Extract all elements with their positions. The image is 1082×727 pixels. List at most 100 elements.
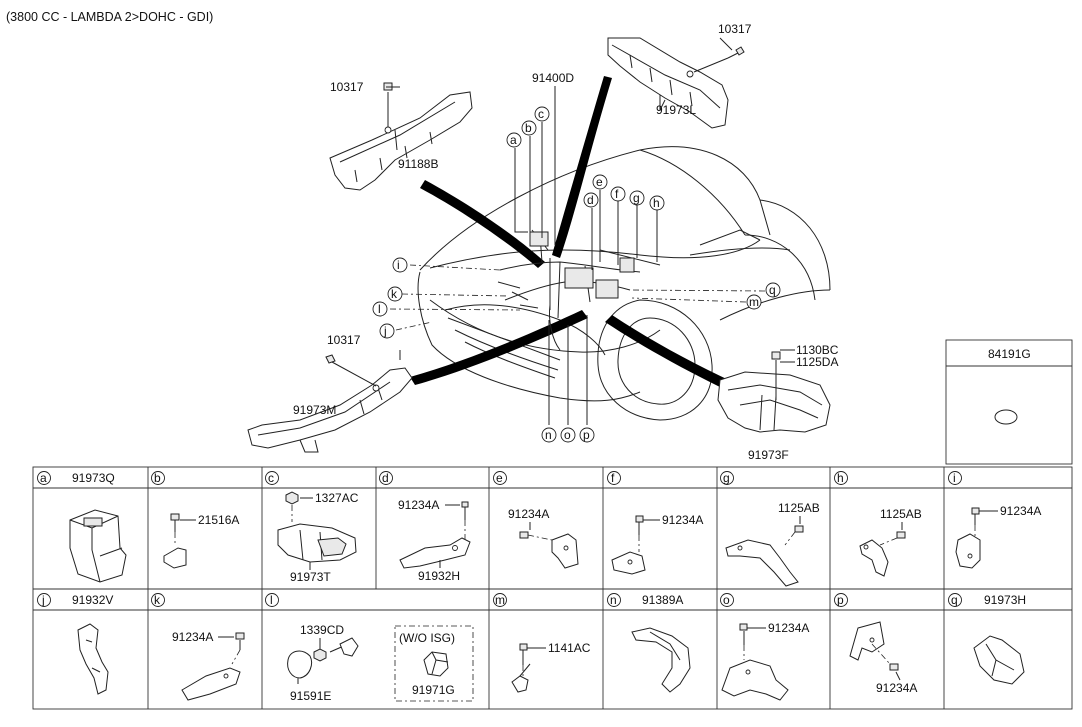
guide-bands [410, 76, 735, 392]
main-callouts: a b c d e f g h i j k l m n o p q [372, 106, 781, 443]
side-box-84191G: 84191G [945, 339, 1073, 465]
cell-m-part: 1141AC [511, 641, 591, 693]
callout-o: o [564, 428, 571, 442]
callout-n: n [545, 428, 552, 442]
cell-f-part: 91234A [611, 513, 703, 575]
label-91932H: 91932H [418, 569, 460, 583]
row1-headers: a 91973Q b c d e f g h i [37, 471, 962, 485]
cell-q-letter: q [951, 593, 958, 607]
label-1125AB-g: 1125AB [778, 501, 820, 515]
label-91400D: 91400D [532, 71, 574, 85]
cell-a-part [69, 509, 127, 583]
car-outline [417, 146, 831, 421]
header-text: (3800 CC - LAMBDA 2>DOHC - GDI) [6, 10, 213, 24]
callout-h: h [653, 196, 660, 210]
cell-i-letter: i [953, 471, 956, 485]
bracket-91188B [329, 82, 473, 191]
label-91188B: 91188B [398, 157, 438, 171]
label-91591E: 91591E [290, 689, 331, 703]
cell-g-letter: g [723, 471, 730, 485]
callout-a-circle [506, 132, 522, 148]
cell-b-letter: b [154, 471, 161, 485]
cell-c-letter: c [268, 471, 274, 485]
callout-j: j [383, 324, 387, 338]
label-91973F: 91973F [748, 448, 789, 462]
label-91971G: 91971G [412, 683, 455, 697]
row2-headers: j 91932V k l m n 91389A o p q 91973H [37, 593, 1026, 607]
label-84191G: 84191G [988, 347, 1031, 361]
callout-i: i [397, 258, 400, 272]
callout-e: e [596, 175, 603, 189]
cell-k-letter: k [154, 593, 161, 607]
label-10317-top-left: 10317 [330, 80, 364, 94]
label-91234A-p: 91234A [876, 681, 917, 695]
cell-o-letter: o [723, 593, 730, 607]
callout-c: c [538, 107, 544, 121]
callout-f: f [615, 187, 619, 201]
cell-h-letter: h [837, 471, 844, 485]
cell-p-letter: p [837, 593, 844, 607]
cell-e-letter: e [496, 471, 503, 485]
cell-a-title: 91973Q [72, 471, 115, 485]
cell-k-part: 91234A [172, 630, 245, 701]
label-91973M: 91973M [293, 403, 336, 417]
callout-q: q [769, 283, 776, 297]
cell-d-letter: d [382, 471, 389, 485]
callout-d: d [587, 193, 594, 207]
callout-b: b [525, 121, 532, 135]
label-91234A-e: 91234A [508, 507, 549, 521]
cell-e-part: 91234A [508, 507, 579, 569]
cell-p-part: 91234A [849, 621, 917, 695]
callout-k: k [391, 287, 398, 301]
callout-a: a [510, 133, 517, 147]
label-91234A-f: 91234A [662, 513, 703, 527]
cell-j-letter: j [41, 593, 45, 607]
cell-o-part: 91234A [721, 621, 809, 701]
cell-b-part: 21516A [163, 513, 239, 569]
callout-g: g [633, 191, 640, 205]
callout-m: m [749, 295, 759, 309]
cell-l-letter: l [270, 593, 273, 607]
cell-a-letter: a [40, 471, 47, 485]
label-91234A-o: 91234A [768, 621, 809, 635]
cell-h-part: 1125AB [859, 507, 922, 577]
main-labels: 10317 10317 10317 91400D 91973L 91188B 9… [293, 22, 839, 462]
cell-l-part: 1339CD 91591E (W/O ISG) 91971G [287, 623, 474, 703]
main-leaders [386, 86, 766, 425]
label-wo-isg: (W/O ISG) [399, 631, 455, 645]
label-1327AC: 1327AC [315, 491, 359, 505]
label-91234A-k: 91234A [172, 630, 213, 644]
cell-n-part [631, 627, 691, 693]
label-10317-top-right: 10317 [718, 22, 752, 36]
cell-f-letter: f [611, 471, 615, 485]
label-1339CD: 1339CD [300, 623, 344, 637]
cell-n-title: 91389A [642, 593, 683, 607]
cell-q-part [973, 635, 1025, 685]
cell-d-part: 91234A 91932H [398, 498, 471, 583]
label-1125AB-h: 1125AB [880, 507, 922, 521]
label-1125DA: 1125DA [796, 355, 838, 369]
bracket-91973M [247, 354, 413, 453]
cell-c-part: 1327AC 91973T [277, 491, 359, 584]
parts-grid-lines [32, 466, 1073, 710]
cell-j-title: 91932V [72, 593, 113, 607]
label-10317-left: 10317 [327, 333, 361, 347]
callout-p: p [583, 428, 590, 442]
cell-i-part: 91234A [955, 504, 1041, 569]
cell-q-title: 91973H [984, 593, 1026, 607]
wiring-harness [497, 229, 661, 351]
label-91234A-d: 91234A [398, 498, 439, 512]
label-21516A: 21516A [198, 513, 239, 527]
label-1141AC: 1141AC [548, 641, 591, 655]
label-91973L: 91973L [656, 103, 696, 117]
bracket-91973L [607, 37, 745, 129]
grommet-part [994, 409, 1018, 425]
cell-j-part [77, 623, 109, 695]
label-91973T: 91973T [290, 570, 331, 584]
cell-g-part: 1125AB [725, 501, 820, 587]
cell-n-letter: n [610, 593, 617, 607]
callout-l: l [378, 302, 381, 316]
label-91234A-i: 91234A [1000, 504, 1041, 518]
label-1130BC: 1130BC [796, 343, 839, 357]
